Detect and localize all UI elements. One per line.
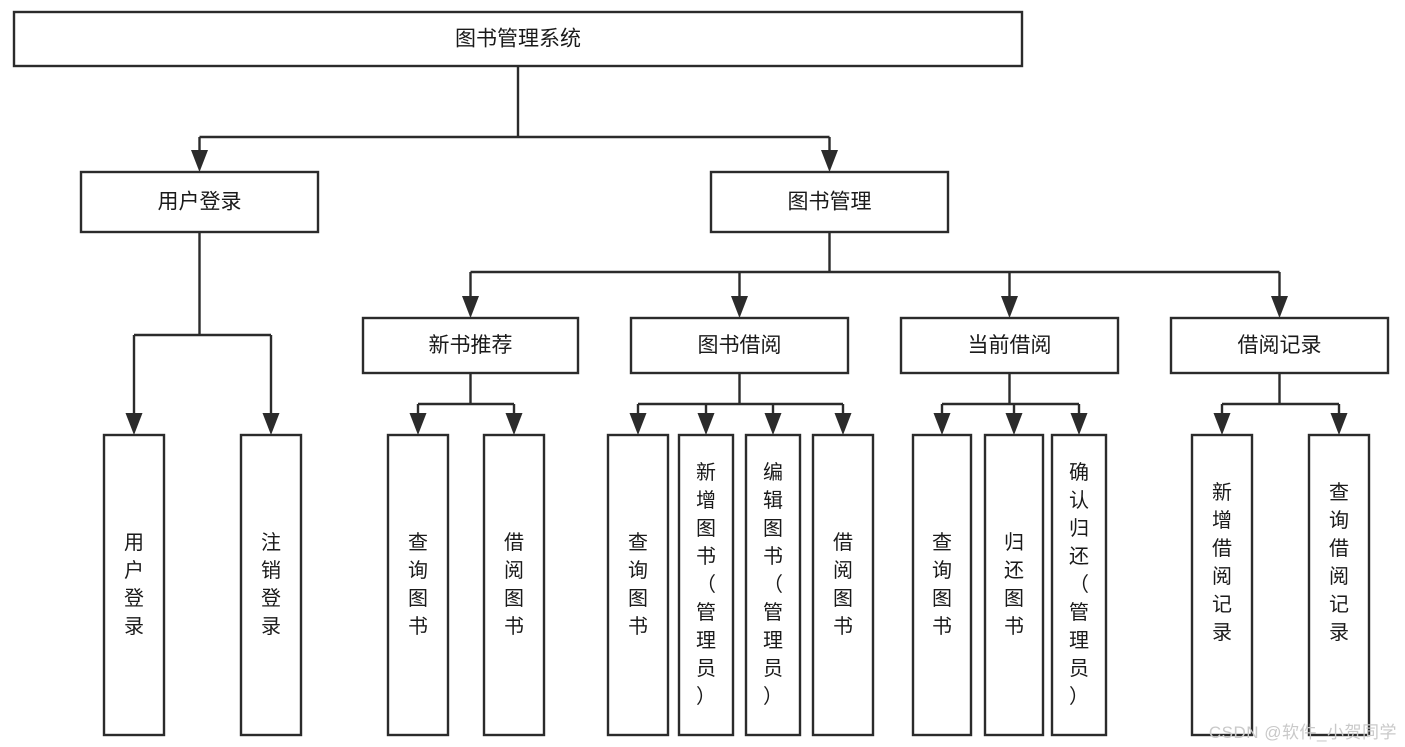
node-book-management[interactable]: 图书管理 <box>709 170 950 234</box>
node-box[interactable] <box>606 433 670 737</box>
arrow-head-icon <box>1070 413 1088 435</box>
node-box[interactable] <box>629 316 850 375</box>
connector-group <box>191 66 838 172</box>
arrow-head-icon <box>629 413 647 435</box>
node-current-borrow[interactable]: 当前借阅 <box>899 316 1120 375</box>
node-label: 图书管理系统 <box>455 28 581 51</box>
connectors-layer <box>125 66 1348 435</box>
connector-group <box>933 373 1088 435</box>
connector-group <box>462 232 1288 318</box>
node-box[interactable] <box>1050 433 1108 737</box>
arrow-head-icon <box>1271 296 1288 318</box>
arrow-head-icon <box>933 413 951 435</box>
node-leaf-query-book-recommend[interactable]: 查询图书 <box>386 433 450 737</box>
node-leaf-query-book-borrow[interactable]: 查询图书 <box>606 433 670 737</box>
arrow-head-icon <box>1213 413 1231 435</box>
connector-group <box>125 232 280 435</box>
node-label: 新书推荐 <box>429 334 513 357</box>
node-box[interactable] <box>811 433 875 737</box>
node-box[interactable] <box>239 433 303 737</box>
arrow-head-icon <box>731 296 748 318</box>
node-label: 注销登录 <box>261 531 281 638</box>
arrow-head-icon <box>1330 413 1348 435</box>
arrow-head-icon <box>1001 296 1018 318</box>
node-box[interactable] <box>1190 433 1254 737</box>
node-leaf-add-borrow-record[interactable]: 新增借阅记录 <box>1190 433 1254 737</box>
node-label: 新增借阅记录 <box>1212 481 1232 644</box>
node-leaf-edit-book-admin[interactable]: 编辑图书（管理员） <box>744 433 802 737</box>
node-leaf-user-login[interactable]: 用户登录 <box>102 433 166 737</box>
node-box[interactable] <box>677 433 735 737</box>
csdn-watermark: CSDN @软件_小贺同学 <box>1208 723 1397 742</box>
arrow-head-icon <box>821 150 838 172</box>
arrow-head-icon <box>1005 413 1023 435</box>
node-leaf-borrow-book-recommend[interactable]: 借阅图书 <box>482 433 546 737</box>
node-box[interactable] <box>1307 433 1371 737</box>
node-label: 确认归还（管理员） <box>1069 461 1089 708</box>
node-leaf-query-book-current[interactable]: 查询图书 <box>911 433 973 737</box>
node-label: 新增图书（管理员） <box>696 461 716 708</box>
node-box[interactable] <box>79 170 320 234</box>
node-box[interactable] <box>899 316 1120 375</box>
node-new-book-recommend[interactable]: 新书推荐 <box>361 316 580 375</box>
node-label: 借阅图书 <box>504 531 524 638</box>
node-box[interactable] <box>709 170 950 234</box>
arrow-head-icon <box>505 413 523 435</box>
node-label: 查询借阅记录 <box>1329 481 1349 644</box>
node-user-login[interactable]: 用户登录 <box>79 170 320 234</box>
node-label: 图书借阅 <box>698 334 782 357</box>
node-root[interactable]: 图书管理系统 <box>12 10 1024 68</box>
node-box[interactable] <box>983 433 1045 737</box>
node-label: 图书管理 <box>788 191 872 214</box>
connector-group <box>629 373 852 435</box>
arrow-head-icon <box>262 413 280 435</box>
node-label: 编辑图书（管理员） <box>763 461 783 708</box>
node-label: 借阅图书 <box>833 531 853 638</box>
arrow-head-icon <box>834 413 852 435</box>
node-label: 用户登录 <box>158 191 242 214</box>
node-label: 归还图书 <box>1004 531 1024 638</box>
nodes-layer: 图书管理系统用户登录图书管理新书推荐图书借阅当前借阅借阅记录用户登录注销登录查询… <box>12 10 1390 737</box>
arrow-head-icon <box>764 413 782 435</box>
node-label: 查询图书 <box>628 531 648 638</box>
node-label: 借阅记录 <box>1238 334 1322 357</box>
node-box[interactable] <box>12 10 1024 68</box>
node-box[interactable] <box>911 433 973 737</box>
node-box[interactable] <box>386 433 450 737</box>
node-label: 查询图书 <box>408 531 428 638</box>
arrow-head-icon <box>409 413 427 435</box>
node-label: 查询图书 <box>932 531 952 638</box>
node-leaf-add-book-admin[interactable]: 新增图书（管理员） <box>677 433 735 737</box>
node-borrow-record[interactable]: 借阅记录 <box>1169 316 1390 375</box>
node-box[interactable] <box>361 316 580 375</box>
arrow-head-icon <box>697 413 715 435</box>
arrow-head-icon <box>191 150 208 172</box>
node-leaf-query-borrow-record[interactable]: 查询借阅记录 <box>1307 433 1371 737</box>
arrow-head-icon <box>125 413 143 435</box>
node-label: 当前借阅 <box>968 334 1052 357</box>
node-leaf-logout-login[interactable]: 注销登录 <box>239 433 303 737</box>
node-book-borrow[interactable]: 图书借阅 <box>629 316 850 375</box>
node-box[interactable] <box>1169 316 1390 375</box>
connector-group <box>1213 373 1348 435</box>
arrow-head-icon <box>462 296 479 318</box>
node-leaf-confirm-return-admin[interactable]: 确认归还（管理员） <box>1050 433 1108 737</box>
node-label: 用户登录 <box>124 532 144 638</box>
connector-group <box>409 373 523 435</box>
node-leaf-borrow-book[interactable]: 借阅图书 <box>811 433 875 737</box>
node-box[interactable] <box>482 433 546 737</box>
node-box[interactable] <box>102 433 166 737</box>
node-leaf-return-book[interactable]: 归还图书 <box>983 433 1045 737</box>
node-box[interactable] <box>744 433 802 737</box>
